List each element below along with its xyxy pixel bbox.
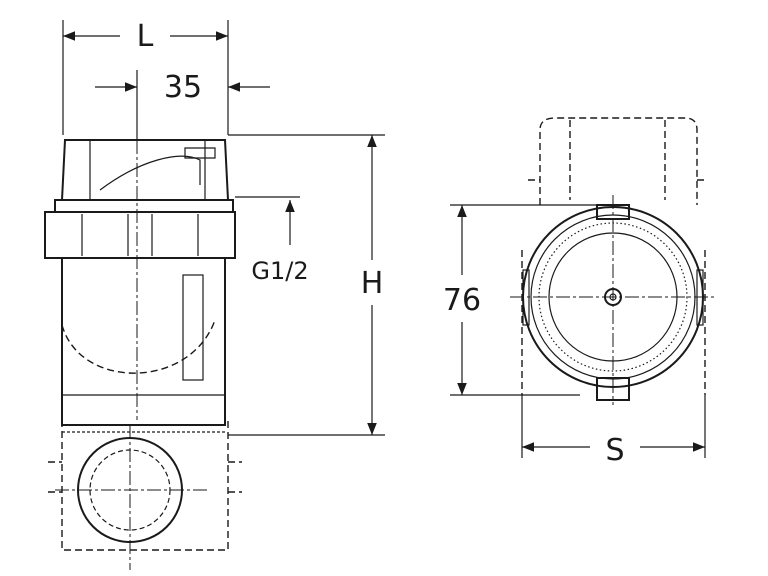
dimension-l-label: L [137, 19, 154, 54]
dimension-35-label: 35 [164, 70, 202, 105]
dimension-76-label: 76 [443, 283, 481, 318]
front-view [44, 20, 385, 570]
thread-g12-label: G1/2 [251, 257, 308, 285]
side-view [450, 117, 715, 458]
dimension-s-label: S [605, 433, 624, 468]
dimension-h-label: H [361, 266, 384, 301]
